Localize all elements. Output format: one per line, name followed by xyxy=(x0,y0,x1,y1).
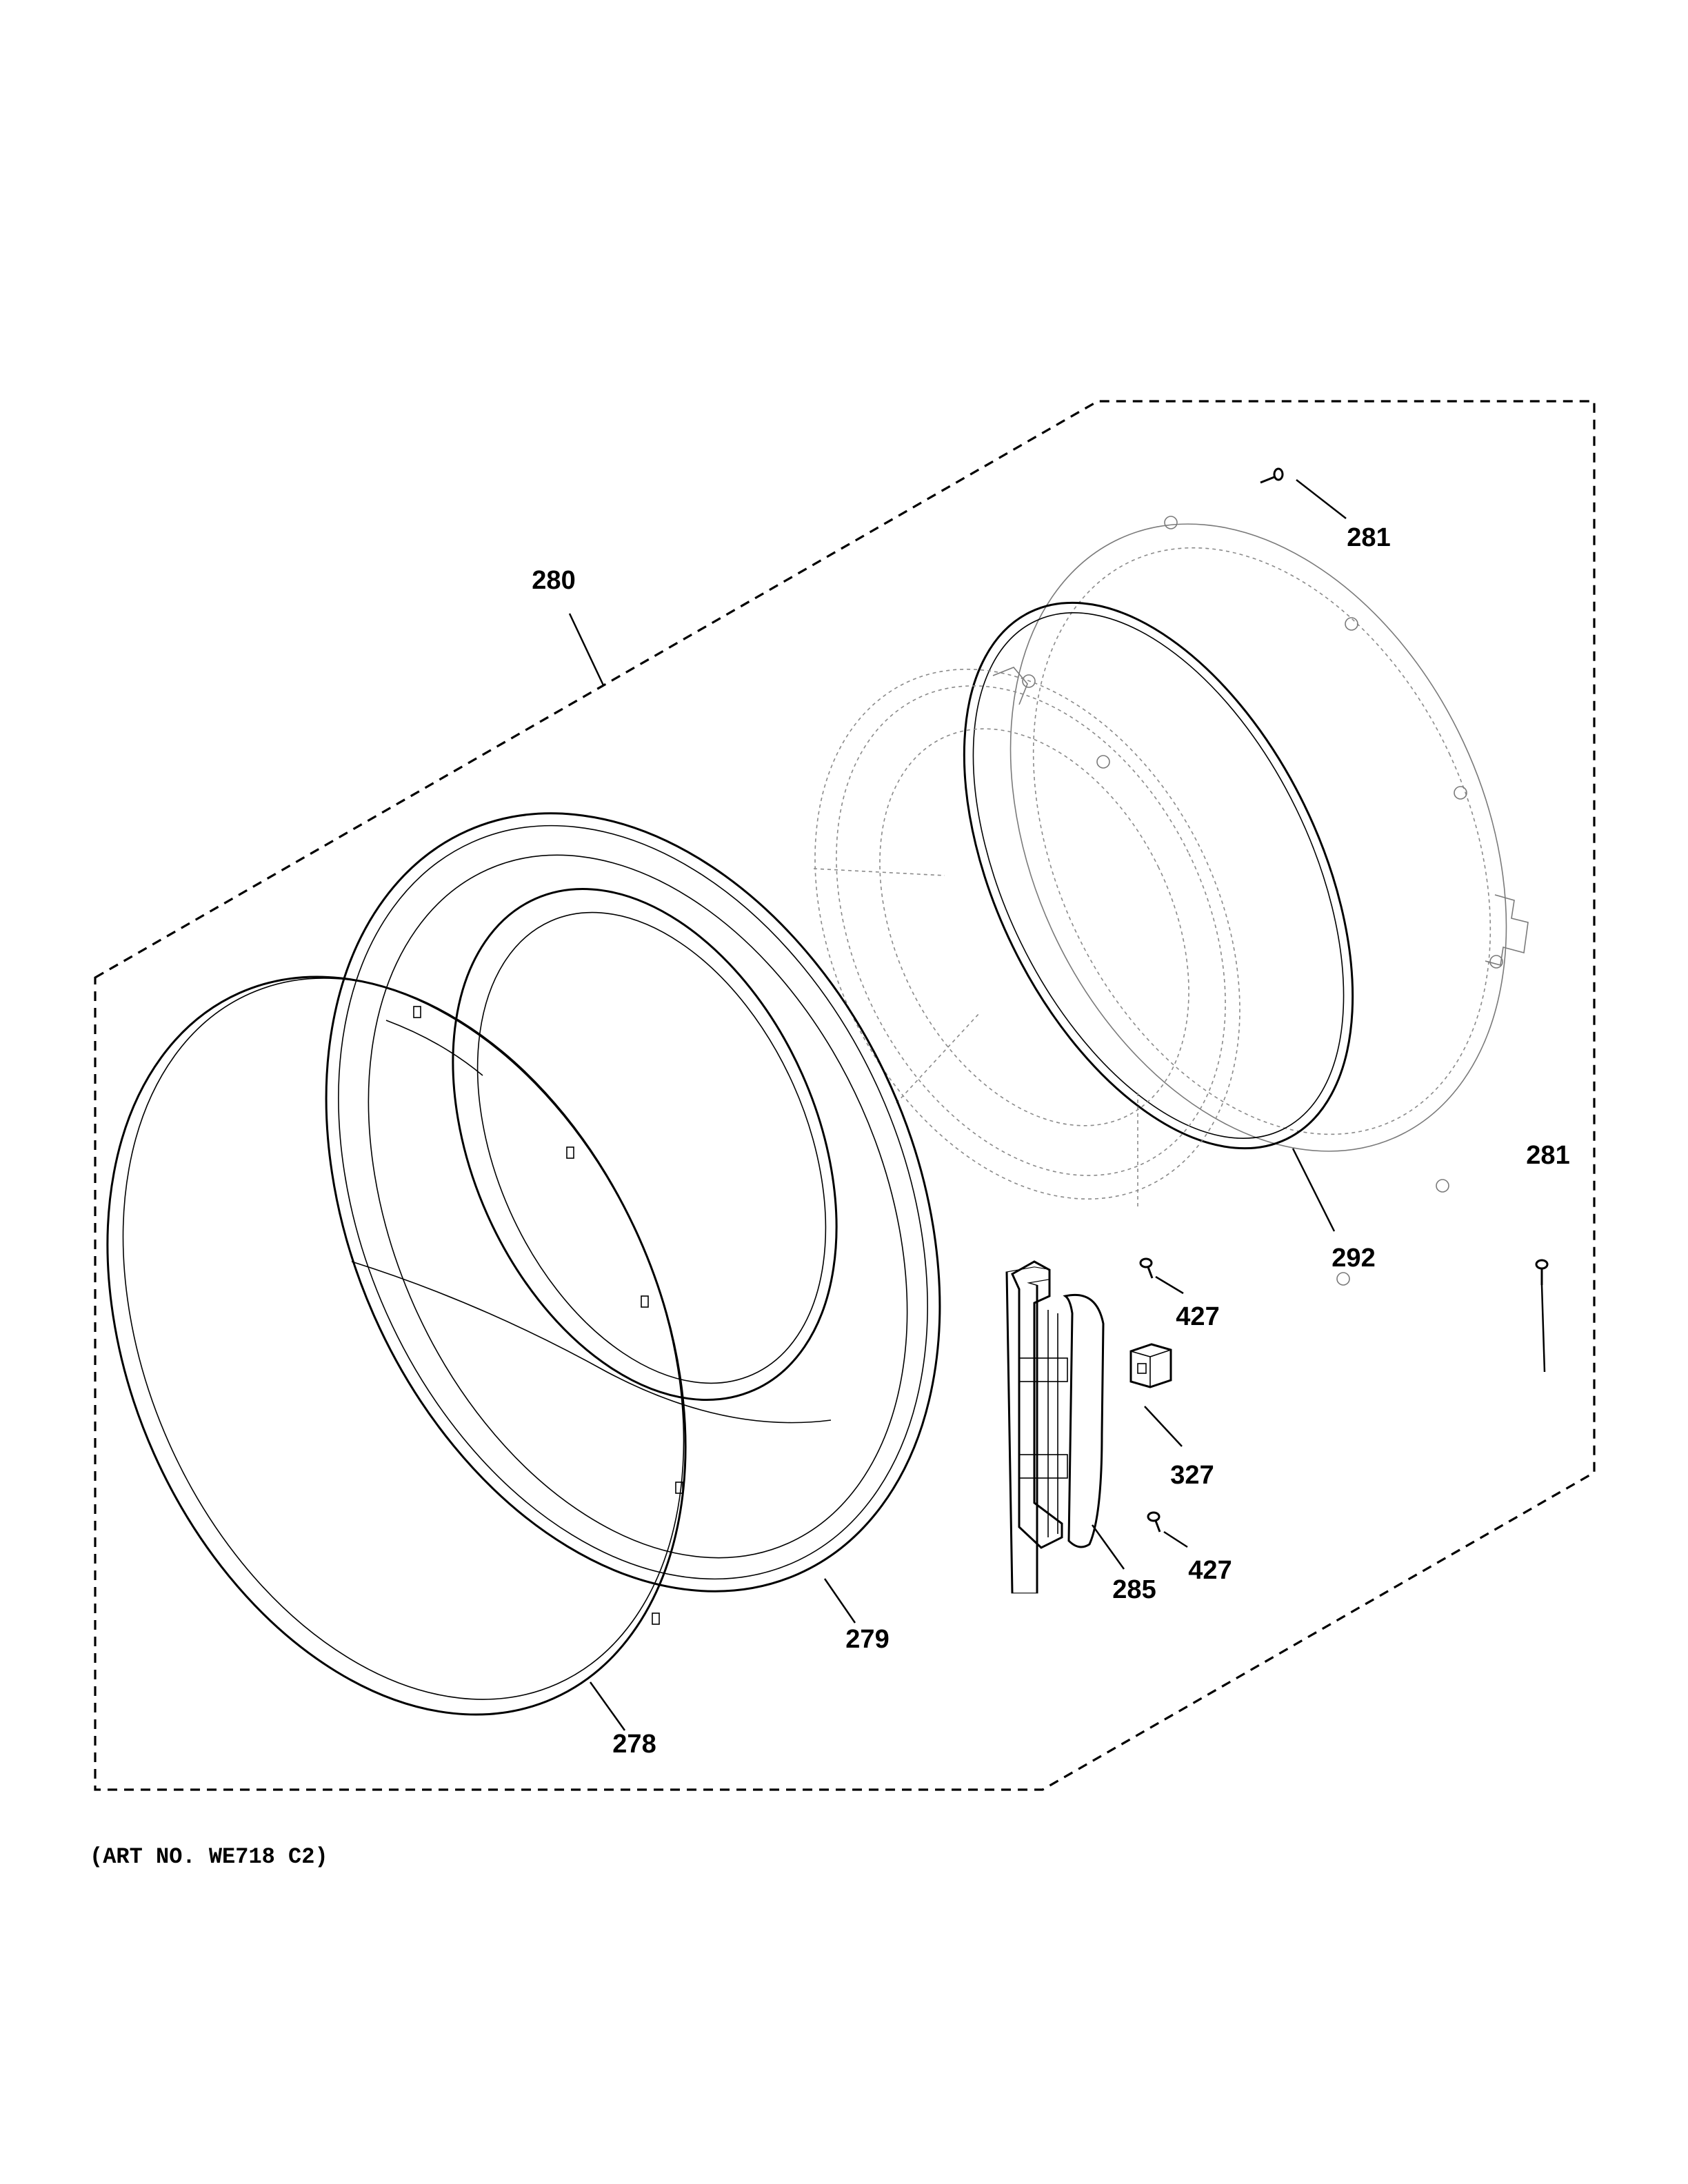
leader-lines xyxy=(568,479,1546,1731)
outer-door-panel xyxy=(1009,516,1529,1286)
callout-279: 279 xyxy=(845,1625,889,1654)
screw-427-bottom xyxy=(1147,1511,1161,1533)
leader-280 xyxy=(568,613,605,686)
leader-427-top xyxy=(1155,1275,1184,1295)
art-number-caption: (ART NO. WE718 C2) xyxy=(90,1844,328,1870)
callout-327: 327 xyxy=(1170,1461,1214,1490)
screw-281-top xyxy=(1260,467,1284,484)
callout-281-top: 281 xyxy=(1347,523,1390,552)
callout-285: 285 xyxy=(1112,1575,1156,1604)
leader-427-bottom xyxy=(1163,1530,1188,1548)
inner-door-bowl xyxy=(813,669,1240,1206)
leader-285 xyxy=(1091,1524,1125,1570)
callout-281-right: 281 xyxy=(1526,1141,1569,1170)
leader-278 xyxy=(589,1681,626,1731)
leader-281-right xyxy=(1540,1284,1546,1373)
assembly-boundary xyxy=(94,400,1596,1791)
door-lock-327 xyxy=(1129,1343,1172,1388)
screw-281-right xyxy=(1535,1259,1549,1285)
screw-427-top xyxy=(1139,1257,1154,1279)
callout-278: 278 xyxy=(612,1730,656,1759)
hinge-assembly-285 xyxy=(1005,1260,1105,1594)
leader-292 xyxy=(1292,1148,1336,1232)
callout-280: 280 xyxy=(532,566,575,595)
door-seal-292 xyxy=(963,601,1354,1150)
leader-279 xyxy=(823,1578,856,1624)
door-cover-278 xyxy=(106,975,687,1716)
callout-427-top: 427 xyxy=(1176,1302,1219,1331)
callout-427-bottom: 427 xyxy=(1188,1556,1232,1585)
door-frame-279 xyxy=(325,812,941,1593)
leader-281-top xyxy=(1296,479,1347,519)
leader-327 xyxy=(1144,1406,1183,1447)
callout-292: 292 xyxy=(1332,1244,1375,1273)
